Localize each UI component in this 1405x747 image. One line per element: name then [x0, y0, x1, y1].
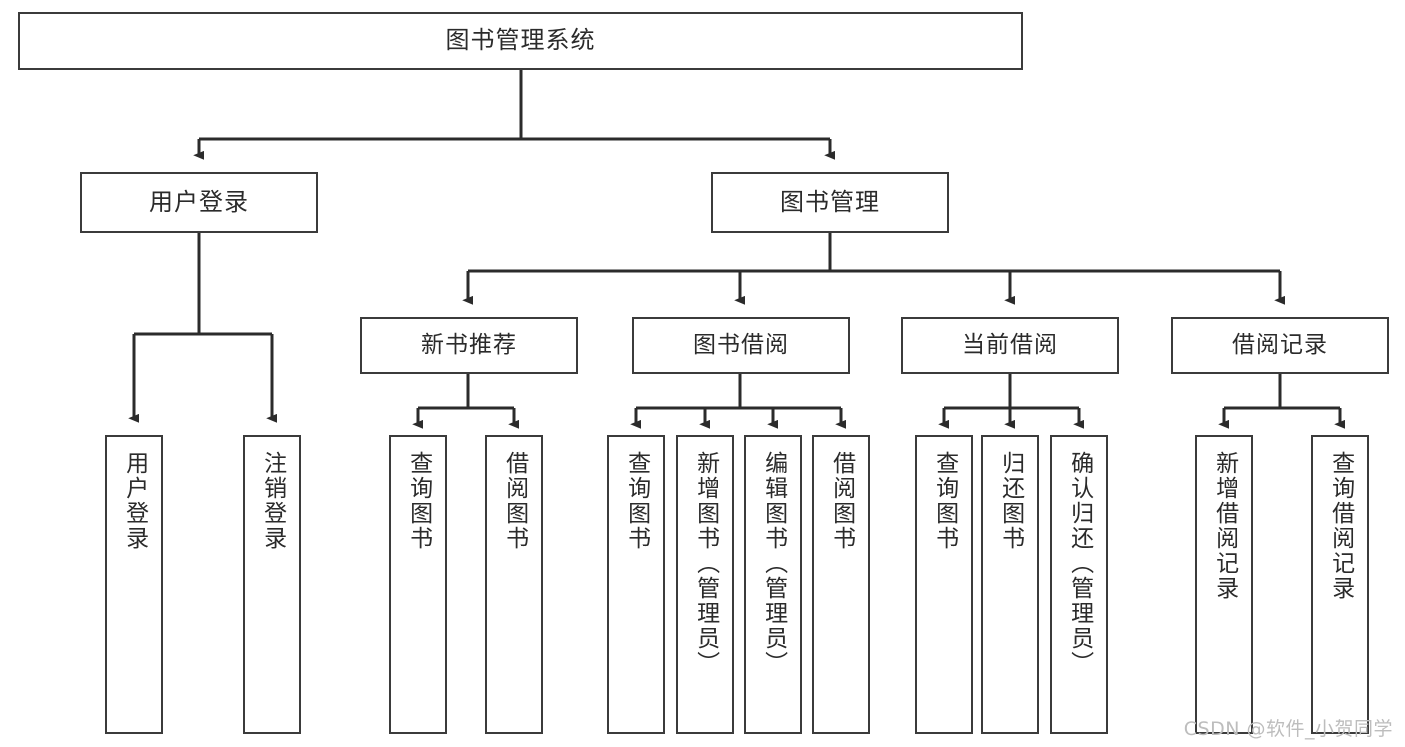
node-label: 查询图书 [623, 451, 650, 551]
leaf-record-query-record[interactable]: 查询借阅记录 [1311, 435, 1369, 734]
leaf-current-confirm-return[interactable]: 确认归还（管理员） [1050, 435, 1108, 734]
node-new-book-recommend[interactable]: 新书推荐 [360, 317, 578, 374]
leaf-recommend-borrow-book[interactable]: 借阅图书 [485, 435, 543, 734]
leaf-borrow-borrow-book[interactable]: 借阅图书 [812, 435, 870, 734]
leaf-recommend-query-book[interactable]: 查询图书 [389, 435, 447, 734]
node-label: 归还图书 [997, 451, 1024, 551]
csdn-watermark: CSDN @软件_小贺同学 [1183, 718, 1393, 740]
node-label: 新增图书（管理员） [692, 451, 719, 676]
node-label: 确认归还（管理员） [1066, 451, 1093, 676]
node-label: 用户登录 [149, 187, 249, 216]
leaf-user-login-signout[interactable]: 注销登录 [243, 435, 301, 734]
node-label: 新增借阅记录 [1211, 451, 1238, 601]
node-label: 编辑图书（管理员） [760, 451, 787, 676]
node-label: 借阅记录 [1232, 332, 1328, 359]
node-label: 借阅图书 [501, 451, 528, 551]
node-label: 借阅图书 [828, 451, 855, 551]
node-borrow-record[interactable]: 借阅记录 [1171, 317, 1389, 374]
node-book-management[interactable]: 图书管理 [711, 172, 949, 233]
node-label: 注销登录 [259, 451, 286, 551]
node-label: 图书管理系统 [445, 26, 596, 55]
node-current-borrow[interactable]: 当前借阅 [901, 317, 1119, 374]
node-root-system[interactable]: 图书管理系统 [18, 12, 1023, 70]
node-label: 图书管理 [780, 187, 880, 216]
leaf-borrow-add-book[interactable]: 新增图书（管理员） [676, 435, 734, 734]
node-user-login[interactable]: 用户登录 [80, 172, 318, 233]
node-label: 查询图书 [405, 451, 432, 551]
node-label: 查询图书 [931, 451, 958, 551]
leaf-current-query-book[interactable]: 查询图书 [915, 435, 973, 734]
node-label: 查询借阅记录 [1327, 451, 1354, 601]
node-label: 用户登录 [121, 451, 148, 551]
node-book-borrow[interactable]: 图书借阅 [632, 317, 850, 374]
node-label: 当前借阅 [962, 332, 1058, 359]
leaf-borrow-edit-book[interactable]: 编辑图书（管理员） [744, 435, 802, 734]
leaf-user-login-signin[interactable]: 用户登录 [105, 435, 163, 734]
node-label: 图书借阅 [693, 332, 789, 359]
leaf-current-return-book[interactable]: 归还图书 [981, 435, 1039, 734]
node-label: 新书推荐 [421, 332, 517, 359]
leaf-record-add-record[interactable]: 新增借阅记录 [1195, 435, 1253, 734]
leaf-borrow-query-book[interactable]: 查询图书 [607, 435, 665, 734]
